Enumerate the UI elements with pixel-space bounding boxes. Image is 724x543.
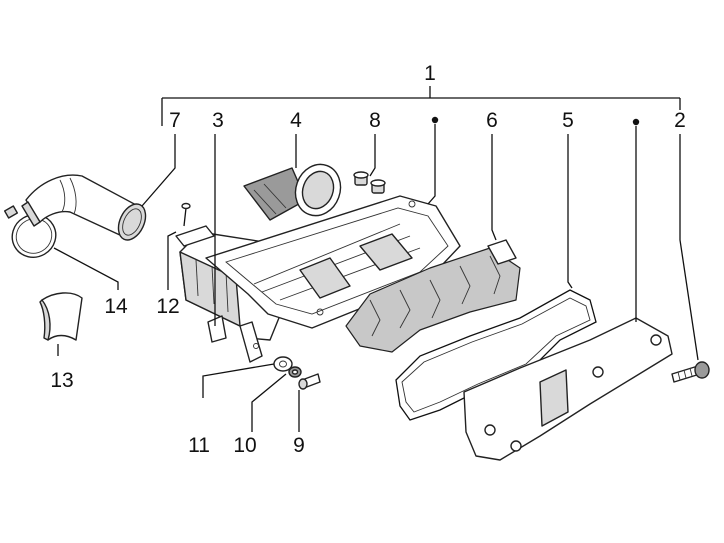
- assembly-bracket: [161, 86, 681, 126]
- callout-12: 12: [156, 295, 179, 318]
- leader-lines: [53, 124, 699, 432]
- part-14-clamp: [3, 205, 57, 258]
- part-11-washer: [273, 356, 293, 372]
- part-13-rubber-sleeve: [39, 292, 83, 341]
- callout-9: 9: [293, 434, 305, 457]
- part-2-screw: [671, 361, 710, 383]
- part-12-screw: [181, 202, 191, 227]
- callout-2: 2: [674, 109, 686, 132]
- part-6-foam-filter: [345, 239, 521, 353]
- part-9-bolt: [298, 373, 321, 390]
- callout-8: 8: [369, 109, 381, 132]
- filter-case-frame: [175, 195, 461, 329]
- callout-13: 13: [50, 369, 73, 392]
- callout-11: 11: [188, 434, 210, 457]
- sub-assembly-dot-a: [431, 116, 439, 124]
- callout-labels: 1 7 3 4 8 6 5 2 14 12 13 11 10 9: [50, 62, 686, 457]
- callout-14: 14: [104, 295, 128, 318]
- callout-10: 10: [233, 434, 256, 457]
- part-8-grommets: [353, 171, 386, 194]
- part-7-intake-duct: [21, 174, 147, 241]
- filter-cover-plate: [463, 317, 673, 461]
- part-5-gasket: [395, 289, 597, 421]
- callout-4: 4: [290, 109, 302, 132]
- callout-6: 6: [486, 109, 498, 132]
- callout-5: 5: [562, 109, 574, 132]
- part-10-washer: [288, 366, 302, 378]
- callout-1: 1: [424, 62, 436, 85]
- part-4-intake-connector: [243, 163, 342, 221]
- callout-3: 3: [212, 109, 224, 132]
- callout-7: 7: [169, 109, 181, 132]
- sub-assembly-dot-b: [632, 118, 640, 126]
